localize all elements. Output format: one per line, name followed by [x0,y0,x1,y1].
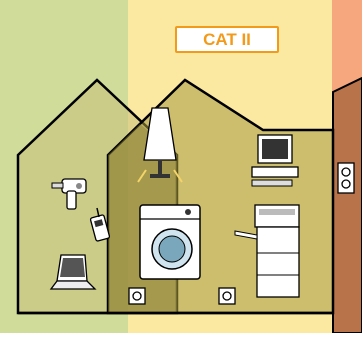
wall-outlet-icon [218,287,236,305]
washing-machine-icon [139,204,201,280]
laptop-icon [49,254,97,290]
drill-icon [51,178,87,210]
service-building [332,76,362,334]
copier-icon [234,204,300,298]
mobile-phone-icon [89,207,111,242]
desktop-computer-icon [251,134,299,187]
floor-lamp-icon [137,107,183,183]
distribution-board-icon [337,162,355,194]
wall-outlet-icon [128,287,146,305]
category-label: CAT II [175,26,279,53]
